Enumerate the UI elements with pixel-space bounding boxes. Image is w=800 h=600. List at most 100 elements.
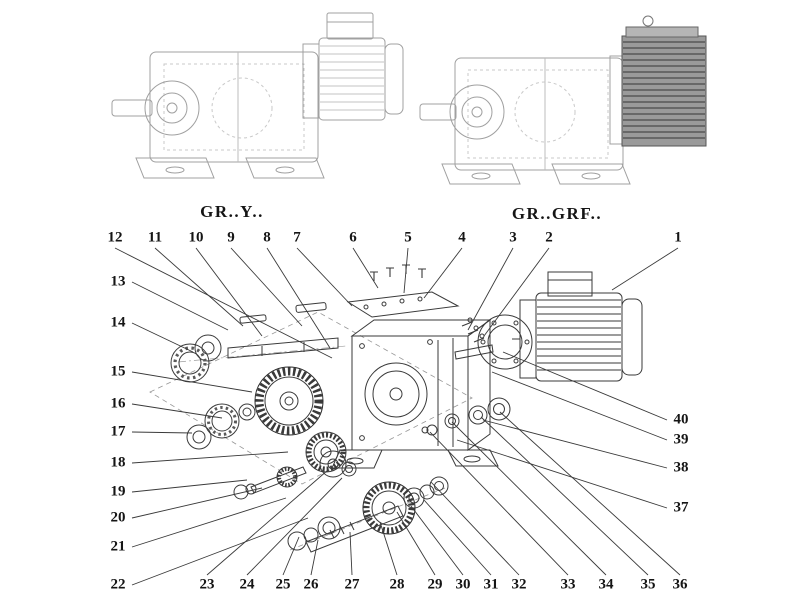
callout-number-25: 25 (274, 576, 292, 593)
callout-number-36: 36 (671, 576, 689, 593)
output-shaft (305, 505, 404, 553)
leader-line-16 (131, 403, 223, 419)
washer (233, 484, 249, 500)
ball-bearing-small (186, 424, 212, 450)
leader-line-25 (282, 536, 300, 576)
retaining-ring (419, 484, 435, 500)
leader-line-22 (131, 517, 309, 586)
callout-number-20: 20 (109, 509, 127, 526)
countershaft (233, 450, 357, 500)
output-shaft-cluster (287, 476, 449, 553)
ball-bearing-mid (204, 403, 240, 439)
leader-line-33 (429, 431, 569, 576)
callout-number-16: 16 (109, 395, 127, 412)
callout-number-29: 29 (426, 576, 444, 593)
callout-number-5: 5 (403, 229, 413, 246)
callout-number-28: 28 (388, 576, 406, 593)
callout-number-15: 15 (109, 363, 127, 380)
callout-number-21: 21 (109, 538, 127, 555)
callout-number-7: 7 (292, 229, 302, 246)
leader-line-24 (246, 477, 343, 576)
callout-number-38: 38 (672, 459, 690, 476)
callout-number-18: 18 (109, 454, 127, 471)
callout-number-37: 37 (672, 499, 690, 516)
leader-line-8 (266, 247, 331, 349)
callout-number-31: 31 (482, 576, 500, 593)
leader-line-4 (423, 247, 463, 299)
callout-number-30: 30 (454, 576, 472, 593)
fan-cover (621, 298, 643, 376)
leader-line-18 (131, 451, 289, 464)
ball-bearing-output (317, 516, 341, 540)
shaft-key (239, 314, 267, 324)
leader-line-37 (456, 439, 668, 509)
leader-line-36 (499, 411, 681, 576)
leader-line-21 (131, 497, 287, 548)
callout-number-10: 10 (187, 229, 205, 246)
retaining-ring (341, 461, 357, 477)
callout-number-8: 8 (262, 229, 272, 246)
leader-line-12 (114, 247, 333, 359)
callout-number-34: 34 (597, 576, 615, 593)
leader-line-5 (403, 247, 409, 294)
callout-number-2: 2 (544, 229, 554, 246)
input-shaft (227, 302, 339, 359)
gearmotor-overview-right (419, 15, 707, 185)
finned-cover-block (609, 15, 707, 147)
callout-number-19: 19 (109, 483, 127, 500)
electric-motor (512, 271, 643, 382)
callout-number-1: 1 (673, 229, 683, 246)
callout-number-33: 33 (559, 576, 577, 593)
callout-number-27: 27 (343, 576, 361, 593)
callout-number-32: 32 (510, 576, 528, 593)
leader-line-11 (154, 247, 244, 327)
leader-line-27 (349, 531, 353, 576)
leader-line-20 (131, 487, 263, 519)
callout-number-9: 9 (226, 229, 236, 246)
spacer-ring (238, 403, 256, 421)
leader-line-39 (491, 371, 668, 441)
eyebolt-icon (642, 15, 654, 27)
callout-number-22: 22 (109, 576, 127, 593)
leader-line-6 (352, 247, 379, 289)
callout-number-39: 39 (672, 431, 690, 448)
motor-pinion-shaft (454, 317, 494, 360)
leader-line-30 (410, 505, 464, 576)
washer (303, 527, 319, 543)
leader-line-1 (611, 247, 679, 291)
leader-line-32 (430, 481, 520, 576)
callout-number-11: 11 (146, 229, 164, 246)
callout-number-24: 24 (238, 576, 256, 593)
leader-line-31 (423, 499, 492, 576)
leader-line-2 (483, 247, 550, 337)
callout-number-3: 3 (508, 229, 518, 246)
leader-line-10 (195, 247, 263, 337)
leader-line-15 (131, 371, 253, 393)
exploded-view (149, 264, 643, 553)
leader-line-40 (502, 351, 668, 421)
leader-line-14 (131, 322, 194, 353)
leader-line-3 (467, 247, 514, 331)
leader-line-17 (131, 431, 193, 434)
callout-number-13: 13 (109, 273, 127, 290)
housing-cover-plate (346, 291, 460, 318)
gearmotor-overview-left (111, 12, 404, 179)
callout-number-12: 12 (106, 229, 124, 246)
callout-number-35: 35 (639, 576, 657, 593)
callout-number-23: 23 (198, 576, 216, 593)
oil-seal (194, 334, 222, 362)
callout-number-26: 26 (302, 576, 320, 593)
leader-line-19 (131, 479, 248, 493)
shaft-key (295, 302, 327, 313)
motor-flange (477, 314, 533, 370)
terminal-box (547, 271, 593, 297)
leader-line-35 (480, 416, 649, 576)
callout-number-40: 40 (672, 411, 690, 428)
callout-number-6: 6 (348, 229, 358, 246)
model-label-gr-y: GR..Y.. (200, 202, 264, 221)
leader-line-28 (379, 521, 398, 576)
washer (287, 531, 307, 551)
large-helical-gear (254, 366, 324, 436)
